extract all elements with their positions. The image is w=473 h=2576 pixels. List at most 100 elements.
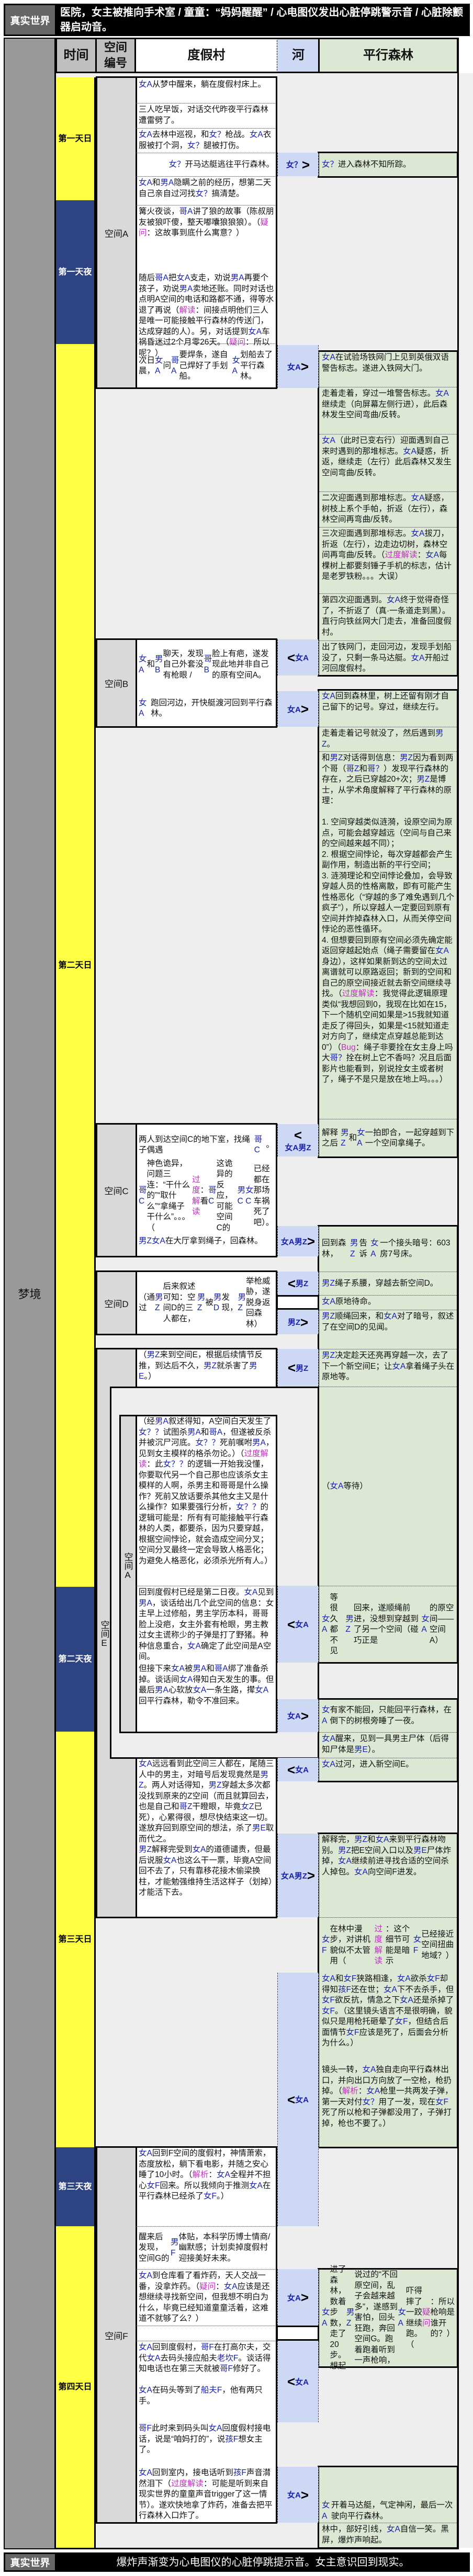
river-traveler: 男Z (296, 1364, 309, 1373)
forest-block (318, 152, 458, 178)
character-name: 男B (155, 655, 163, 674)
character-name: 女A (411, 653, 425, 662)
character-name: 女A (397, 1974, 411, 1983)
forest-block (318, 1833, 458, 2148)
day-period: 第三天日 (56, 1732, 96, 2147)
character-name: 女A (322, 2501, 330, 2521)
header-space-id: 空间编号 (95, 38, 136, 73)
arrow-right-icon: > (300, 1708, 309, 1724)
character-name: 男A (155, 1417, 168, 1426)
river-traveler: 男Z (287, 1318, 300, 1327)
character-name: 女A (435, 946, 449, 955)
annotation-tag: 过度解读 (192, 1175, 200, 1217)
arrow-left-icon: < (287, 1360, 296, 1376)
arrow-right-icon: > (300, 359, 309, 374)
arrow-right-icon: > (300, 2487, 309, 2503)
river-crossing: 女A男Z> (277, 1226, 319, 1256)
character-name: 哥F (139, 2424, 152, 2433)
village-event: （男Z来到空间E，根据后续情节反推，到达后不久，男Z就杀害了男E。） (139, 1350, 263, 1381)
character-name: 哥C (254, 1135, 263, 1155)
day-period: 第二天日 (56, 344, 96, 1587)
character-name: 哥C (208, 1186, 217, 1206)
character-name: 女A (249, 130, 263, 139)
annotation-tag: 过度解读 (139, 1449, 269, 1469)
character-name: 女A (322, 436, 335, 445)
character-name: 男A (160, 178, 174, 187)
character-name: 女F (322, 1996, 335, 2005)
village-event: （经男A叙述得知，A空间白天发生了女？？试图杀男A和哥A，但遂被反杀并被沉尸河底… (139, 1417, 274, 1565)
character-name: 男Z (346, 2308, 355, 2328)
character-name: 女A (208, 2424, 222, 2433)
character-name: 女A (322, 1705, 330, 1725)
river-traveler: 女A (287, 705, 301, 714)
village-event: 女？开马达艇逃往平行森林。 (136, 153, 276, 176)
river-crossing: 女？> (277, 153, 319, 176)
character-name: 女A (255, 1686, 269, 1695)
forest-event: 女A在试验场铁网门上见到英俄双语警告标志。遂进入铁网大门。 (322, 353, 449, 373)
annotation-tag: 过度解读 (385, 551, 418, 559)
character-name: 女F (346, 2028, 359, 2037)
character-name: 女A (370, 1239, 379, 1258)
character-name: 男Z (322, 1351, 335, 1360)
forest-event: 男Z决定趁天还亮再穿越一次，去了下一个新空间E；让女A拿着绳子头在原地等。 (319, 1349, 457, 1387)
night-period: 第三天夜 (56, 2147, 96, 2226)
character-name: 女A (139, 698, 147, 718)
character-name: 男Z (197, 1292, 206, 1313)
river-crossing: <男Z (277, 1272, 319, 1295)
river-traveler: 女A (287, 2293, 301, 2303)
village-event: 两人到达空间C的地下室，找绳子偶遇哥C。 (136, 1124, 276, 1166)
character-name: 女A (232, 356, 241, 376)
village-event: 哥F此时来到码头叫女A回度假村接电话，说是“咱妈打的”，说孩F想女主了。 (139, 2424, 271, 2454)
character-name: 女A (147, 2353, 161, 2363)
character-name: 女A (244, 1588, 258, 1597)
annotation-tag: Bug (341, 1043, 356, 1052)
character-name: 女A (383, 1312, 397, 1321)
village-cell-bg (136, 78, 276, 387)
character-name: 女A (322, 1760, 335, 1769)
character-name: 男Z (330, 753, 343, 762)
character-name: 哥A (155, 273, 168, 282)
forest-event: 解释完，男Z和女A来到平行森林吻别。男Z把E空间入口以及男E尸体炸掉，女A继续前… (322, 1835, 452, 1876)
real-world-banner-bottom: 真实世界 爆炸声渐变为心电图仪的心脏停跳提示音。女主意识回到现实。 (4, 2552, 470, 2572)
forest-block (318, 1225, 458, 1664)
forest-event: 走着走着记号就没了，然后遇到男Z。 (319, 727, 457, 751)
river-traveler: 女A (295, 654, 309, 662)
forest-event: 和男Z对话得到信息：男Z因为看到两个哥（哥Z和哥？）发现平行森林的存在，之后已穿… (319, 751, 457, 1119)
character-name: 女？ (168, 159, 185, 169)
river-traveler: 女？ (286, 161, 302, 169)
character-name: 女A (366, 2087, 380, 2096)
forest-block (318, 689, 458, 1158)
character-name: 女A (139, 655, 147, 674)
river-gap (276, 2326, 319, 2341)
forest-event: 三次迎面遇到那堆标志。女A拔刀，折返（左行），边走边切树，森林空间再弯曲/反转。… (319, 527, 457, 593)
character-name: 女A (421, 1614, 430, 1634)
character-name: 女？？ (236, 1503, 261, 1512)
character-name: 男Z (416, 775, 430, 784)
forest-block (318, 1698, 458, 1782)
character-name: 女A (403, 446, 416, 456)
forest-event: 女A过河，进入新空间E。 (319, 1758, 457, 1781)
space-label: 空间A (122, 1552, 133, 1580)
character-name: 女A (387, 596, 400, 604)
river-crossing: <女A男Z (277, 1124, 319, 1157)
night-period: 第一天夜 (56, 200, 96, 344)
character-name: 女？ (209, 130, 226, 139)
character-name: 女A (155, 356, 163, 376)
character-name: 哥A (214, 1664, 228, 1673)
character-name: 女Z (241, 1802, 254, 1811)
character-name: 女A (322, 692, 335, 701)
character-name: 男C (237, 1186, 246, 1206)
arrow-right-icon: > (300, 701, 309, 717)
character-name: 女A (322, 353, 335, 362)
river-traveler: 女A (287, 1712, 301, 1721)
character-name: 女A (338, 1857, 352, 1865)
character-name: 女A (139, 178, 152, 187)
character-name: 哥Z (346, 764, 359, 773)
character-name: 男Z (139, 1770, 269, 1790)
real-world-banner-top: 真实世界 医院，女主被推向手术室 / 童童：“妈妈醒醒” / 心电图仪发出心脏停… (4, 4, 470, 36)
annotation-tag: 解析 (192, 2170, 209, 2179)
character-name: 女A (354, 1867, 368, 1876)
